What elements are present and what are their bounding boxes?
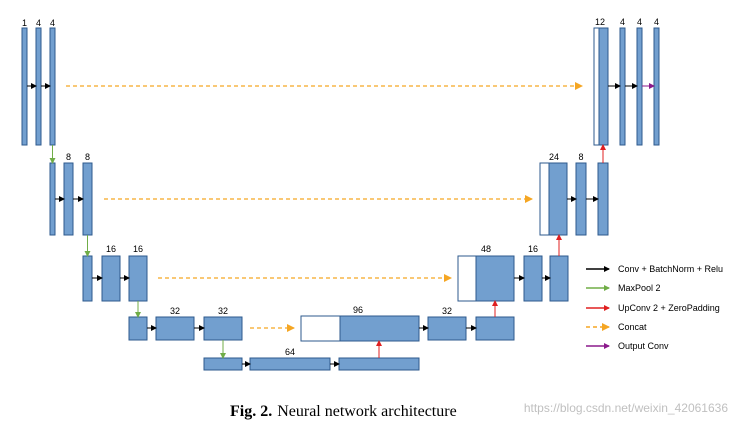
label-l1-c: 4 (50, 18, 55, 28)
block-d2-b (575, 162, 587, 236)
label-l4-a: 32 (170, 306, 180, 316)
block-d2-a (548, 162, 568, 236)
encoder-level-3: 16 16 (82, 244, 148, 302)
label-d2-b: 8 (578, 152, 583, 162)
upconv-arrows (376, 144, 606, 358)
label-l2-a: 8 (66, 152, 71, 162)
block-bottom-c (338, 357, 420, 371)
caption-title: Neural network architecture (277, 403, 456, 420)
concat-arrows (66, 82, 583, 332)
block-d1-d (653, 27, 660, 146)
decoder-level-4: 96 32 (300, 305, 515, 342)
decoder-level-3: 48 16 (457, 244, 569, 302)
block-d1-a (598, 27, 609, 146)
block-d4-a (339, 315, 420, 342)
legend-label-maxpool: MaxPool 2 (618, 283, 661, 293)
decoder-level-2: 24 8 (539, 152, 609, 236)
decoder-level-1: 12 4 4 4 (593, 17, 660, 146)
block-d2-c (597, 162, 609, 236)
legend: Conv + BatchNorm + Relu MaxPool 2 UpConv… (586, 264, 723, 351)
label-l3-b: 16 (133, 244, 143, 254)
block-l1-a (21, 27, 28, 146)
block-l1-c (49, 27, 56, 146)
block-l3-a (82, 255, 93, 302)
block-l3-b (101, 255, 121, 302)
concat-block-d3 (457, 255, 477, 302)
block-l2-b (63, 162, 74, 236)
block-d4-c (475, 316, 515, 341)
block-l2-a (49, 162, 56, 236)
block-d4-b (427, 316, 467, 341)
label-l2-b: 8 (85, 152, 90, 162)
caption-fig-number: Fig. 2. (230, 403, 272, 420)
label-d1-b: 4 (620, 17, 625, 27)
block-d1-b (619, 27, 626, 146)
label-d4-a: 96 (353, 305, 363, 315)
label-l1-b: 4 (36, 18, 41, 28)
label-l4-b: 32 (218, 306, 228, 316)
block-d1-c (636, 27, 643, 146)
concat-block-d2 (539, 162, 550, 236)
concat-block-d4 (300, 315, 341, 342)
label-d3-b: 16 (528, 244, 538, 254)
caption-text: Fig. 2. Neural network architecture (230, 403, 457, 420)
encoder-level-1: 1 4 4 (21, 18, 56, 146)
block-bottom-a (203, 357, 243, 371)
block-l1-b (35, 27, 42, 146)
legend-label-concat: Concat (618, 322, 647, 332)
block-l4-a (128, 316, 148, 341)
block-d3-a (475, 255, 515, 302)
block-l4-b (155, 316, 195, 341)
block-l4-c (203, 316, 243, 341)
label-d1-d: 4 (654, 17, 659, 27)
concat-block-d1 (593, 27, 600, 146)
legend-label-upconv: UpConv 2 + ZeroPadding (618, 303, 720, 313)
label-d1-a: 12 (595, 17, 605, 27)
label-d3-a: 48 (481, 244, 491, 254)
bottleneck-level: 64 (203, 347, 420, 371)
block-l2-c (82, 162, 93, 236)
figure-caption: Fig. 2. Neural network architecture (230, 403, 457, 420)
block-l3-c (128, 255, 148, 302)
block-d3-b (523, 255, 543, 302)
label-d2-a: 24 (549, 152, 559, 162)
block-d3-c (549, 255, 569, 302)
label-l1-a: 1 (22, 18, 27, 28)
block-bottom-b (249, 357, 331, 371)
label-bottom: 64 (285, 347, 295, 357)
watermark: https://blog.csdn.net/weixin_42061636 (524, 401, 728, 415)
legend-label-conv: Conv + BatchNorm + Relu (618, 264, 723, 274)
encoder-level-2: 8 8 (49, 152, 93, 236)
legend-label-output: Output Conv (618, 341, 669, 351)
label-l3-a: 16 (106, 244, 116, 254)
label-d4-b: 32 (442, 306, 452, 316)
encoder-level-4: 32 32 (128, 306, 243, 341)
maxpool-arrows (49, 145, 226, 359)
label-d1-c: 4 (637, 17, 642, 27)
